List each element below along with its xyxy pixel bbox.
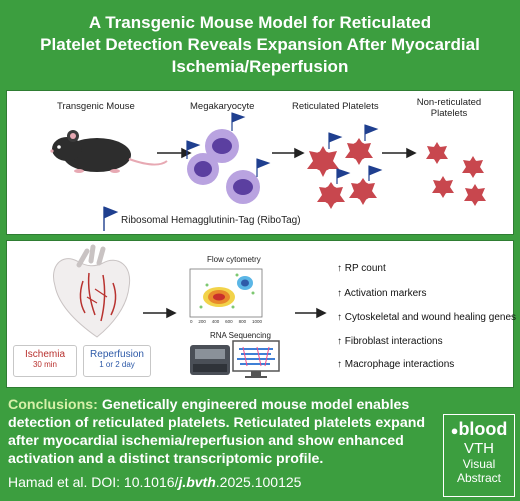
conclusion-lead: Conclusions: <box>8 397 98 413</box>
panel2-illustration <box>53 244 327 378</box>
reperfusion-box: Reperfusion 1 or 2 day <box>83 345 151 377</box>
flag-icon-mk-1 <box>231 112 246 131</box>
ischemia-label: Ischemia <box>24 349 65 360</box>
heart-icon <box>53 244 131 338</box>
citation-suffix: .2025.100125 <box>215 474 302 490</box>
logo-brand-text: blood <box>458 419 508 439</box>
flow-tick: 800 <box>238 319 247 324</box>
up-arrow-icon: ↑ <box>337 336 342 347</box>
megakaryocyte-cell-1 <box>205 129 239 163</box>
label-non-reticulated: Non-reticulated Platelets <box>409 97 489 119</box>
up-arrow-icon: ↑ <box>337 359 342 370</box>
blood-vth-logo: ●blood VTH Visual Abstract <box>443 414 515 497</box>
flow-cytometry-plot <box>189 268 263 318</box>
reticulated-platelet-3 <box>317 182 345 209</box>
result-item: ↑ Activation markers <box>337 288 426 299</box>
reperfusion-label: Reperfusion <box>90 349 144 360</box>
reticulated-platelet-1 <box>307 146 339 177</box>
panel1-illustration <box>50 112 486 231</box>
label-transgenic-mouse: Transgenic Mouse <box>57 101 135 112</box>
label-megakaryocyte: Megakaryocyte <box>190 101 255 112</box>
flag-icon-rp-2 <box>364 124 379 141</box>
panel-platelet-model: Transgenic Mouse Megakaryocyte Reticulat… <box>6 90 514 235</box>
title-line-2: Platelet Detection Reveals Expansion Aft… <box>40 35 480 54</box>
flag-icon-rp-4 <box>368 165 383 181</box>
arrow-heart-to-analysis <box>143 307 177 319</box>
ischemia-box: Ischemia 30 min <box>13 345 77 377</box>
label-non-reticulated-line2: Platelets <box>430 108 468 119</box>
logo-abstract: Abstract <box>456 471 501 485</box>
result-text: RP count <box>344 263 386 274</box>
flow-tick: 600 <box>225 319 233 324</box>
non-reticulated-platelet-4 <box>464 184 486 206</box>
rna-sequencing-title: RNA Sequencing <box>210 331 271 340</box>
non-reticulated-platelet-2 <box>462 156 484 178</box>
result-item: ↑ RP count <box>337 263 386 274</box>
title-line-3: Ischemia/Reperfusion <box>171 57 349 76</box>
logo-visual: Visual <box>462 457 496 471</box>
monitor-icon <box>232 340 280 378</box>
arrow-megakaryocyte-to-platelets <box>272 147 305 159</box>
result-text: Activation markers <box>344 288 427 299</box>
non-reticulated-platelet-1 <box>426 142 448 164</box>
sequencer-icon <box>190 345 230 375</box>
up-arrow-icon: ↑ <box>337 312 342 323</box>
arrow-to-non-reticulated <box>382 147 417 159</box>
citation: Hamad et al. DOI: 10.1016/j.bvth.2025.10… <box>8 474 301 490</box>
logo-vth: VTH <box>464 440 494 457</box>
flag-icon-mk-2 <box>186 140 201 159</box>
flow-axis-ticks: 0 200 400 600 800 1000 <box>190 319 262 324</box>
title-line-1: A Transgenic Mouse Model for Reticulated <box>88 13 432 32</box>
flag-icon-rp-3 <box>336 168 351 184</box>
conclusion-body: Genetically engineered mouse model enabl… <box>8 397 426 467</box>
label-non-reticulated-line1: Non-reticulated <box>416 97 482 108</box>
label-reticulated-platelets: Reticulated Platelets <box>292 101 379 112</box>
result-text: Fibroblast interactions <box>344 336 443 347</box>
flow-cytometry-title: Flow cytometry <box>207 255 261 264</box>
non-reticulated-platelet-3 <box>432 176 454 198</box>
logo-brand: ●blood <box>444 419 514 440</box>
panel-ischemia-study: Flow cytometry 0 200 400 600 800 1000 RN… <box>6 240 516 388</box>
megakaryocyte-cell-3 <box>226 170 260 204</box>
megakaryocyte-cell-2 <box>187 153 219 185</box>
citation-prefix: Hamad et al. DOI: 10.1016/ <box>8 474 179 490</box>
result-item: ↑ Fibroblast interactions <box>337 336 443 347</box>
result-text: Macrophage interactions <box>344 359 455 370</box>
up-arrow-icon: ↑ <box>337 288 342 299</box>
flow-tick: 0 <box>190 319 193 324</box>
mouse-icon <box>50 130 168 173</box>
title: A Transgenic Mouse Model for Reticulated… <box>6 6 514 84</box>
up-arrow-icon: ↑ <box>337 263 342 274</box>
flow-tick: 1000 <box>251 319 262 324</box>
arrow-analysis-to-results <box>295 307 327 319</box>
result-item: ↑ Macrophage interactions <box>337 359 454 370</box>
flag-icon-mk-3 <box>256 158 271 177</box>
flag-icon-rp-1 <box>328 132 343 149</box>
label-ribotag: Ribosomal Hemagglutinin-Tag (RiboTag) <box>121 215 301 226</box>
flag-icon-legend <box>103 206 119 231</box>
conclusion-text: Conclusions: Genetically engineered mous… <box>8 396 438 468</box>
result-text: Cytoskeletal and wound healing genes <box>344 312 517 323</box>
drop-icon: ● <box>450 423 459 438</box>
doi-link[interactable]: j.bvth <box>178 474 216 490</box>
flow-tick: 400 <box>211 319 220 324</box>
reperfusion-duration: 1 or 2 day <box>99 360 135 369</box>
flow-tick: 200 <box>198 319 206 324</box>
reticulated-platelet-4 <box>349 178 377 205</box>
result-item: ↑ Cytoskeletal and wound healing genes <box>337 312 516 323</box>
reticulated-platelet-2 <box>345 138 373 165</box>
arrow-mouse-to-megakaryocyte <box>157 147 192 159</box>
ischemia-duration: 30 min <box>32 360 57 369</box>
